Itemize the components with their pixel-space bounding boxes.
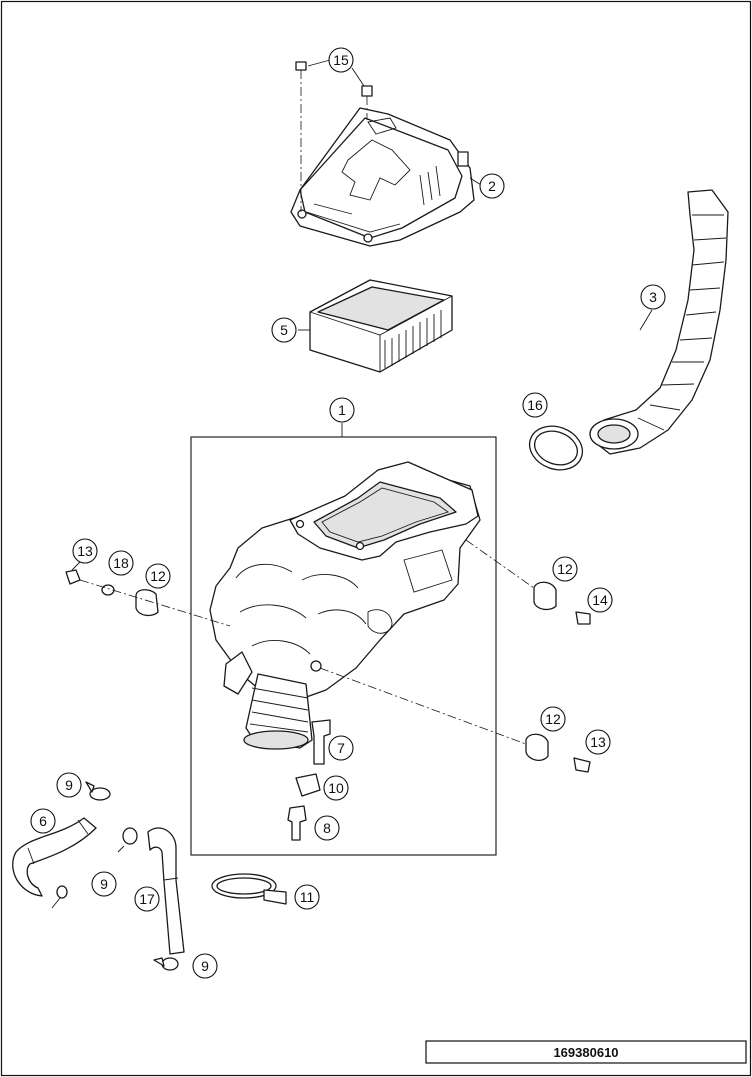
reference-number: 169380610 (553, 1045, 618, 1060)
callout-9-upper: 9 (56, 772, 82, 798)
callout-12-left: 12 (145, 563, 171, 589)
hose-clamp (211, 873, 287, 905)
svg-text:7: 7 (337, 740, 345, 756)
callout-2: 2 (479, 173, 505, 199)
right-mount-hardware-lower (319, 667, 591, 773)
svg-text:12: 12 (557, 561, 573, 577)
drain-fitting (287, 805, 307, 841)
svg-text:11: 11 (300, 889, 315, 905)
svg-text:2: 2 (488, 178, 496, 194)
svg-text:18: 18 (113, 555, 129, 571)
callout-9-middle: 9 (91, 871, 117, 897)
callout-16: 16 (522, 392, 548, 418)
svg-text:1: 1 (338, 402, 346, 418)
hose-clip-middle (51, 827, 138, 909)
callout-12-right-upper: 12 (552, 556, 578, 582)
svg-text:3: 3 (649, 289, 657, 305)
svg-text:15: 15 (333, 52, 349, 68)
svg-text:10: 10 (328, 780, 344, 796)
callout-12-right-lower: 12 (540, 706, 566, 732)
assembly-frame (190, 436, 497, 856)
callout-14: 14 (587, 587, 613, 613)
callout-18: 18 (108, 550, 134, 576)
callout-10: 10 (323, 775, 349, 801)
hose-clip-small (295, 773, 321, 797)
callout-17: 17 (134, 886, 160, 912)
hose-clip-upper (85, 781, 111, 801)
hose-6 (12, 817, 97, 897)
svg-text:13: 13 (77, 543, 93, 559)
callout-8: 8 (314, 815, 340, 841)
lid-screws (295, 61, 373, 212)
svg-text:14: 14 (592, 592, 608, 608)
callout-13-right: 13 (585, 729, 611, 755)
svg-text:8: 8 (323, 820, 331, 836)
svg-text:17: 17 (139, 891, 155, 907)
svg-text:12: 12 (545, 711, 561, 727)
svg-text:9: 9 (65, 777, 73, 793)
callout-6: 6 (30, 808, 56, 834)
airbox-lid (290, 107, 475, 247)
callout-7: 7 (328, 735, 354, 761)
air-filter (309, 279, 453, 373)
svg-text:9: 9 (100, 876, 108, 892)
svg-text:6: 6 (39, 813, 47, 829)
svg-text:13: 13 (590, 734, 606, 750)
svg-text:16: 16 (527, 397, 543, 413)
hose-17 (147, 827, 185, 955)
right-mount-hardware-upper (465, 539, 591, 625)
callout-13-left: 13 (72, 538, 98, 564)
svg-text:5: 5 (280, 322, 288, 338)
hose-clip-lower (153, 957, 179, 971)
reference-box: 169380610 (425, 1040, 747, 1064)
airbox-housing (209, 461, 481, 750)
callout-15: 15 (328, 47, 354, 73)
svg-text:12: 12 (150, 568, 166, 584)
intake-duct (589, 189, 729, 455)
svg-text:9: 9 (201, 958, 209, 974)
breather-fitting (311, 719, 331, 765)
callout-9-lower: 9 (192, 953, 218, 979)
callout-5: 5 (271, 317, 297, 343)
callout-11: 11 (294, 884, 320, 910)
left-mount-hardware (65, 569, 231, 627)
duct-gasket (528, 425, 584, 471)
callout-1: 1 (329, 397, 355, 423)
callout-3: 3 (640, 284, 666, 310)
